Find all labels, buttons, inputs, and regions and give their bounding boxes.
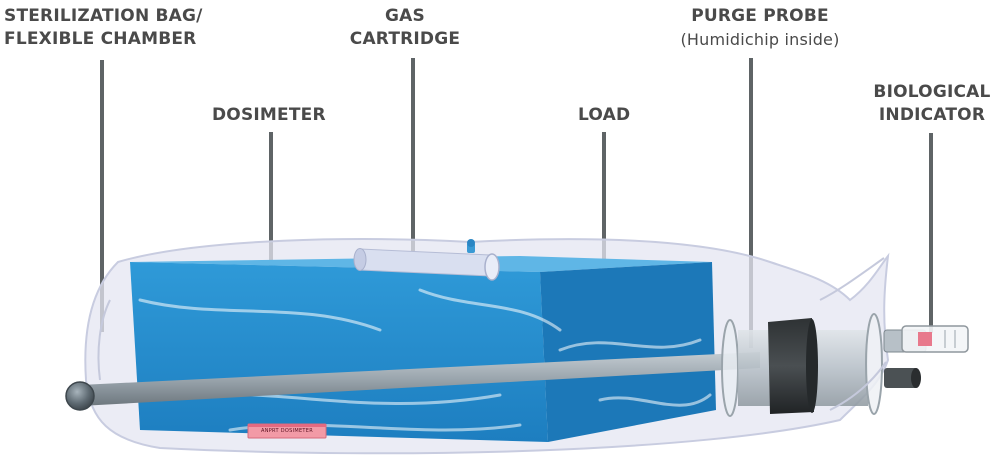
bag-film-reflections bbox=[138, 288, 712, 432]
probe-tube bbox=[80, 352, 760, 406]
label-biological-indicator: BIOLOGICAL INDICATOR bbox=[862, 81, 1000, 127]
gas-cartridge bbox=[353, 239, 500, 281]
load-box bbox=[130, 256, 716, 442]
label-line-2: INDICATOR bbox=[878, 105, 986, 125]
label-line-1: PURGE PROBE bbox=[691, 6, 829, 26]
probe-flange-left bbox=[721, 319, 739, 417]
dosimeter-strip bbox=[247, 423, 327, 439]
label-line-1: STERILIZATION BAG/ bbox=[4, 6, 203, 26]
dosimeter-strip-text: ANPRT DOSIMETER bbox=[260, 428, 314, 434]
label-line-1: DOSIMETER bbox=[212, 105, 326, 125]
label-purge-probe: PURGE PROBE (Humidichip inside) bbox=[660, 5, 860, 51]
label-sterilization-bag: STERILIZATION BAG/ FLEXIBLE CHAMBER bbox=[4, 5, 203, 51]
probe-flange-right bbox=[865, 313, 883, 415]
bag-wrinkles bbox=[97, 257, 887, 411]
load-box-front bbox=[130, 262, 548, 442]
label-line-1: LOAD bbox=[578, 105, 631, 125]
load-box-side bbox=[540, 262, 716, 442]
probe-ball-end bbox=[65, 381, 95, 411]
label-line-2: CARTRIDGE bbox=[349, 29, 461, 49]
label-gas-cartridge: GAS CARTRIDGE bbox=[330, 5, 480, 51]
probe-dark-band bbox=[768, 318, 814, 414]
label-line-2: FLEXIBLE CHAMBER bbox=[4, 29, 197, 49]
biological-indicator bbox=[901, 325, 969, 353]
label-line-1: BIOLOGICAL bbox=[873, 82, 991, 102]
purge-probe bbox=[65, 313, 927, 417]
label-dosimeter: DOSIMETER bbox=[212, 104, 326, 127]
label-line-1: GAS bbox=[385, 6, 425, 26]
label-line-2: (Humidichip inside) bbox=[680, 30, 840, 49]
label-load: LOAD bbox=[578, 104, 630, 127]
